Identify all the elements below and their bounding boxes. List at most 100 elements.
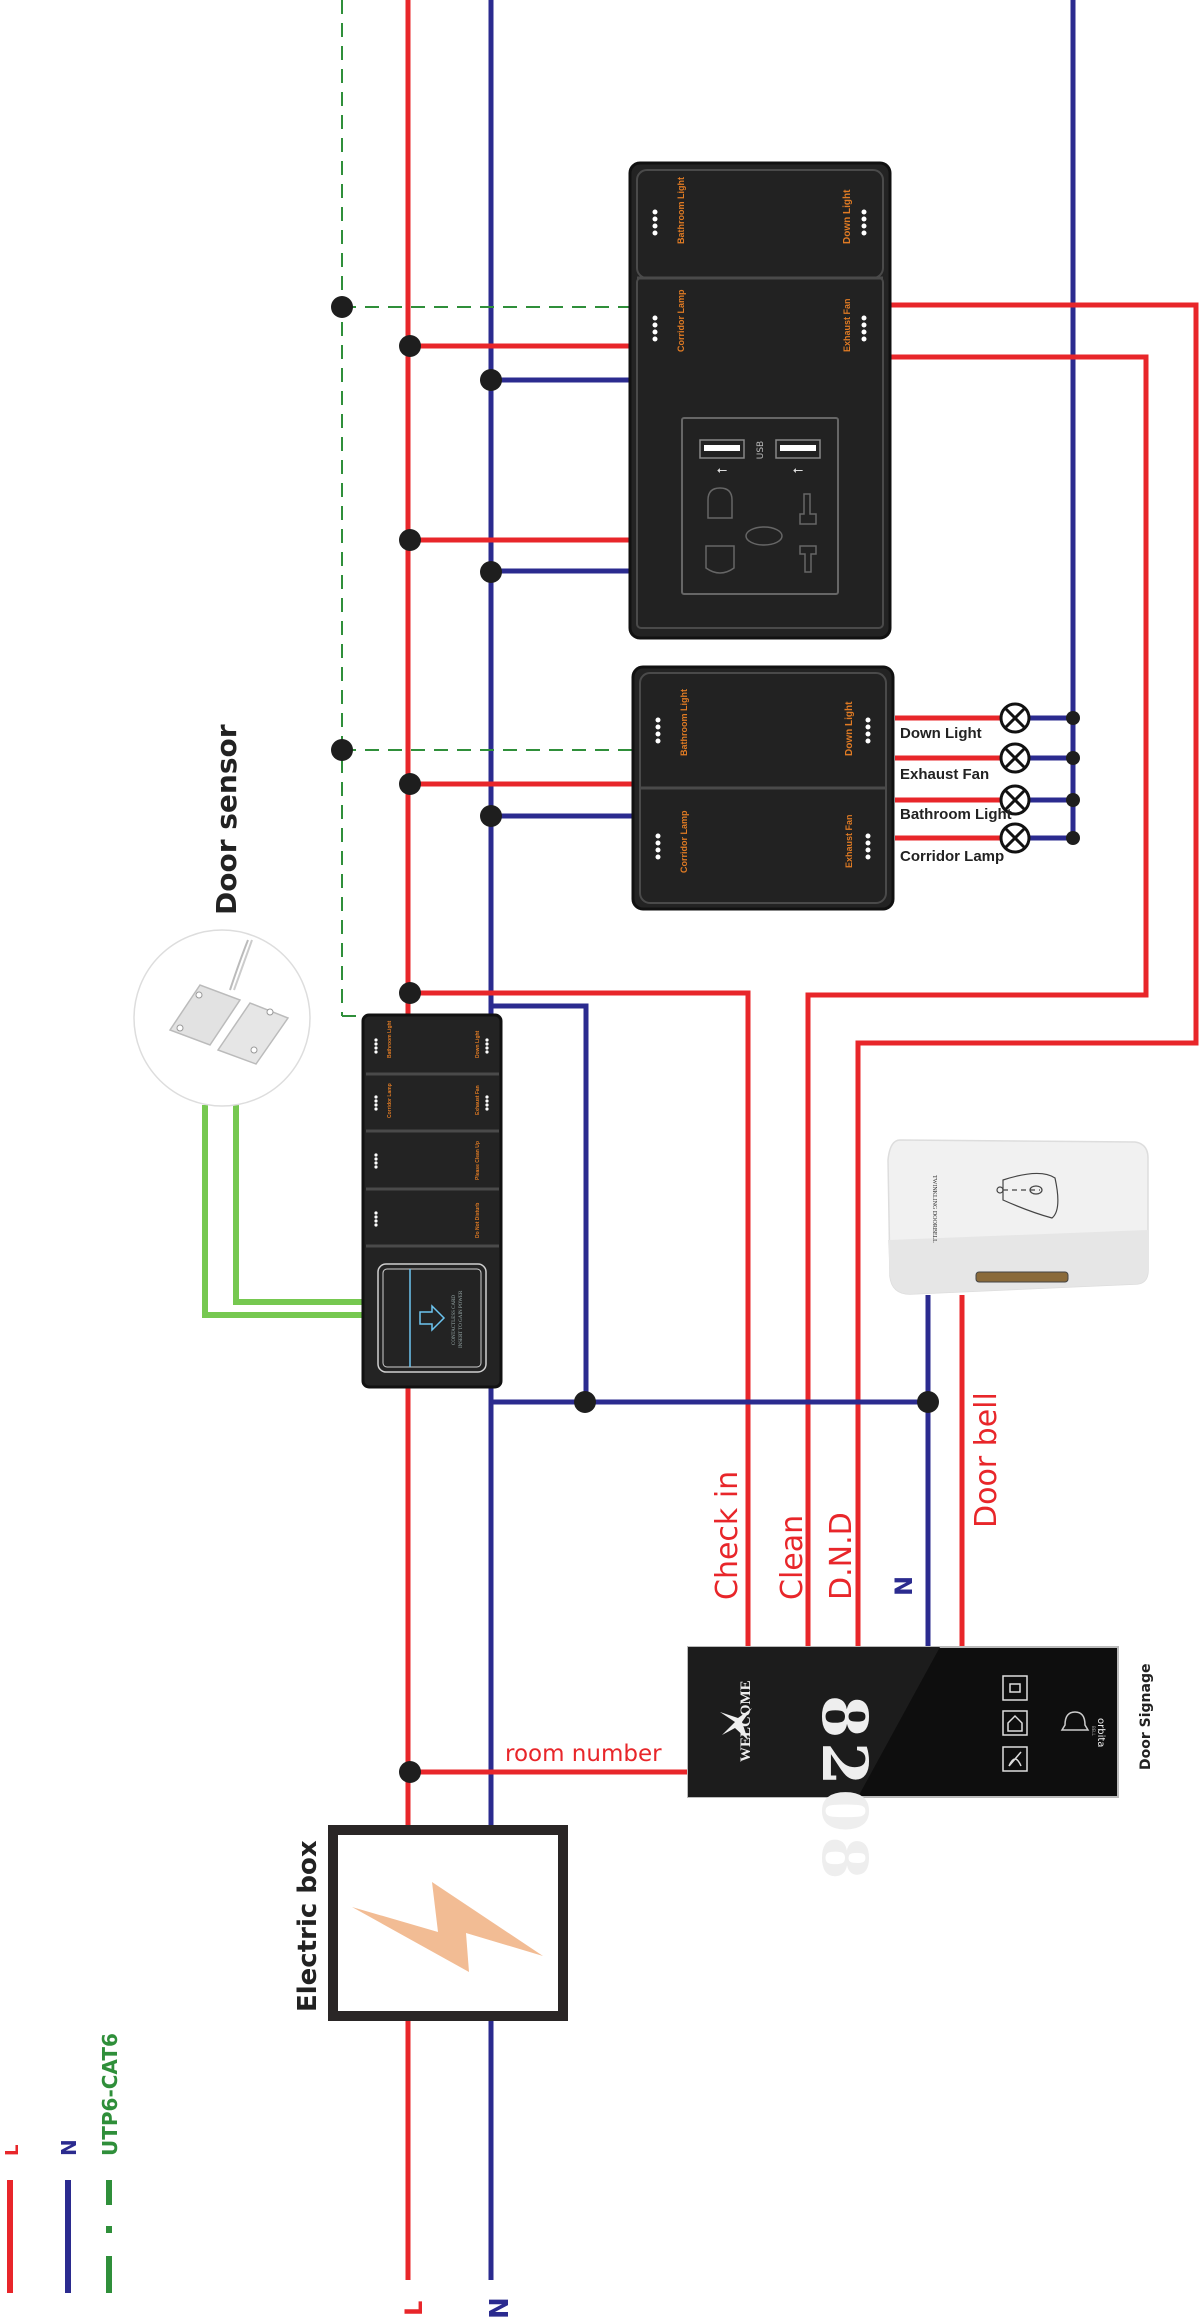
button-label: Bathroom Light [676, 177, 686, 244]
lamp-icon [999, 702, 1031, 734]
usb-port-icon [775, 439, 821, 459]
switch-button-row-2[interactable] [637, 278, 883, 388]
lamp-symbols [999, 702, 1031, 854]
switch-panel-mid [631, 665, 895, 911]
lamp-wires [895, 715, 1073, 841]
socket-pin-icon [705, 545, 735, 574]
room-number-label: room number [505, 1741, 662, 1767]
legend: L N UTP6-CAT6 [2, 2033, 122, 2293]
button-label: Do Not Disturb [475, 1203, 481, 1238]
switch-button-row-2[interactable] [640, 788, 886, 903]
junction-node [1066, 711, 1080, 725]
lamp-label: Down Light [900, 725, 982, 742]
signage-room-number: 8208 [808, 1695, 881, 1884]
usb-label: USB [756, 441, 766, 459]
button-label: Down Light [844, 701, 855, 756]
junction-node [331, 296, 353, 318]
clean-label: Clean [775, 1515, 810, 1600]
junction-node [399, 335, 421, 357]
junction-node [1066, 751, 1080, 765]
button-label: Down Light [842, 189, 853, 244]
neutral-bus-label: N [485, 2297, 515, 2319]
card-switch-panel [361, 1013, 503, 1389]
legend-live-label: L [2, 2145, 23, 2156]
dnd-label: D.N.D [824, 1512, 859, 1600]
card-instruction: CONTACTLESS CARD [452, 1295, 457, 1345]
button-label: Exhaust Fan [842, 298, 852, 352]
neutral-card-switch-wire [491, 1003, 589, 1402]
legend-neutral-label: N [57, 2139, 81, 2156]
junction-nodes [331, 296, 1080, 1783]
button-label: Exhaust Fan [844, 814, 854, 868]
signage-status-icons [1002, 1675, 1028, 1772]
bell-icon [996, 1172, 1059, 1219]
electric-box-title: Electric box [293, 1840, 323, 2012]
junction-node [574, 1391, 596, 1413]
lamp-icon [999, 822, 1031, 854]
neutral-signal-label: N [890, 1576, 918, 1596]
socket-pin-icon [745, 526, 783, 546]
switch-socket-panel-top: USB ⭠ ⭠ [628, 161, 892, 640]
button-label: Corridor Lamp [387, 1083, 393, 1118]
dnd-signal-wire [855, 302, 1199, 1648]
junction-node [480, 369, 502, 391]
lamp-icon [999, 742, 1031, 774]
socket-pin-icon [707, 487, 733, 519]
lightning-bolt-icon [352, 1882, 543, 1972]
socket-pin-icon [799, 493, 817, 525]
junction-node [1066, 793, 1080, 807]
lamp-label: Bathroom Light [900, 806, 1012, 823]
junction-node [1066, 831, 1080, 845]
door-sensor-cable-b [233, 1105, 362, 1305]
junction-node [917, 1391, 939, 1413]
junction-node [399, 1761, 421, 1783]
door-sensor-title: Door sensor [210, 724, 243, 915]
button-label: Corridor Lamp [679, 810, 689, 873]
usb-port-icon [699, 439, 745, 459]
check-in-signal-wire [408, 990, 751, 1648]
door-signage-title: Door Signage [1138, 1664, 1154, 1770]
card-instruction: INSERT TO GAIN POWER [459, 1290, 464, 1348]
junction-node [331, 739, 353, 761]
dont-disturb-icon [1002, 1746, 1028, 1772]
indicator-dots [652, 209, 867, 342]
doorbell-image: TWINKLING DOORBELL [887, 1139, 1149, 1295]
button-label: Bathroom Light [679, 689, 689, 756]
bell-label: BELL [1091, 1726, 1096, 1737]
switch-button-row-1[interactable] [637, 170, 883, 278]
socket-pin-icon [799, 545, 817, 573]
insert-arrow-icon [419, 1304, 446, 1332]
check-in-label: Check in [710, 1471, 745, 1600]
bird-logo-icon [720, 1708, 752, 1740]
door-signage-panel: WELCOME 8208 BELL orbita [687, 1646, 1119, 1884]
junction-node [399, 982, 421, 1004]
lamp-icon [999, 784, 1031, 816]
junction-node [399, 773, 421, 795]
junction-node [399, 529, 421, 551]
door-sensor-cable-a [202, 1105, 362, 1318]
bell-button-icon [1060, 1711, 1090, 1731]
junction-node [480, 805, 502, 827]
universal-socket: USB ⭠ ⭠ [681, 417, 839, 595]
button-label: Please Clean Up [475, 1141, 481, 1180]
make-up-room-icon [1002, 1675, 1028, 1701]
lamp-label: Exhaust Fan [900, 766, 989, 783]
button-label: Exhaust Fan [475, 1085, 481, 1115]
junction-node [480, 561, 502, 583]
door-bell-label: Door bell [969, 1392, 1004, 1528]
usb-symbol-icon: ⭠ [717, 463, 727, 478]
brand-logo: orbita [1095, 1718, 1106, 1747]
card-slot [377, 1263, 487, 1373]
check-in-icon [1002, 1710, 1028, 1736]
electric-box [328, 1825, 568, 2021]
switch-button-row-1[interactable] [640, 673, 886, 788]
usb-symbol-icon: ⭠ [793, 463, 803, 478]
button-label: Bathroom Light [387, 1020, 393, 1058]
door-sensor-image [133, 929, 311, 1107]
lamp-label: Corridor Lamp [900, 848, 1004, 865]
doorbell-brand: TWINKLING DOORBELL [931, 1175, 937, 1243]
button-label: Corridor Lamp [676, 289, 686, 352]
card-slot-button[interactable] [378, 1264, 486, 1372]
welcome-text: WELCOME [738, 1680, 754, 1762]
